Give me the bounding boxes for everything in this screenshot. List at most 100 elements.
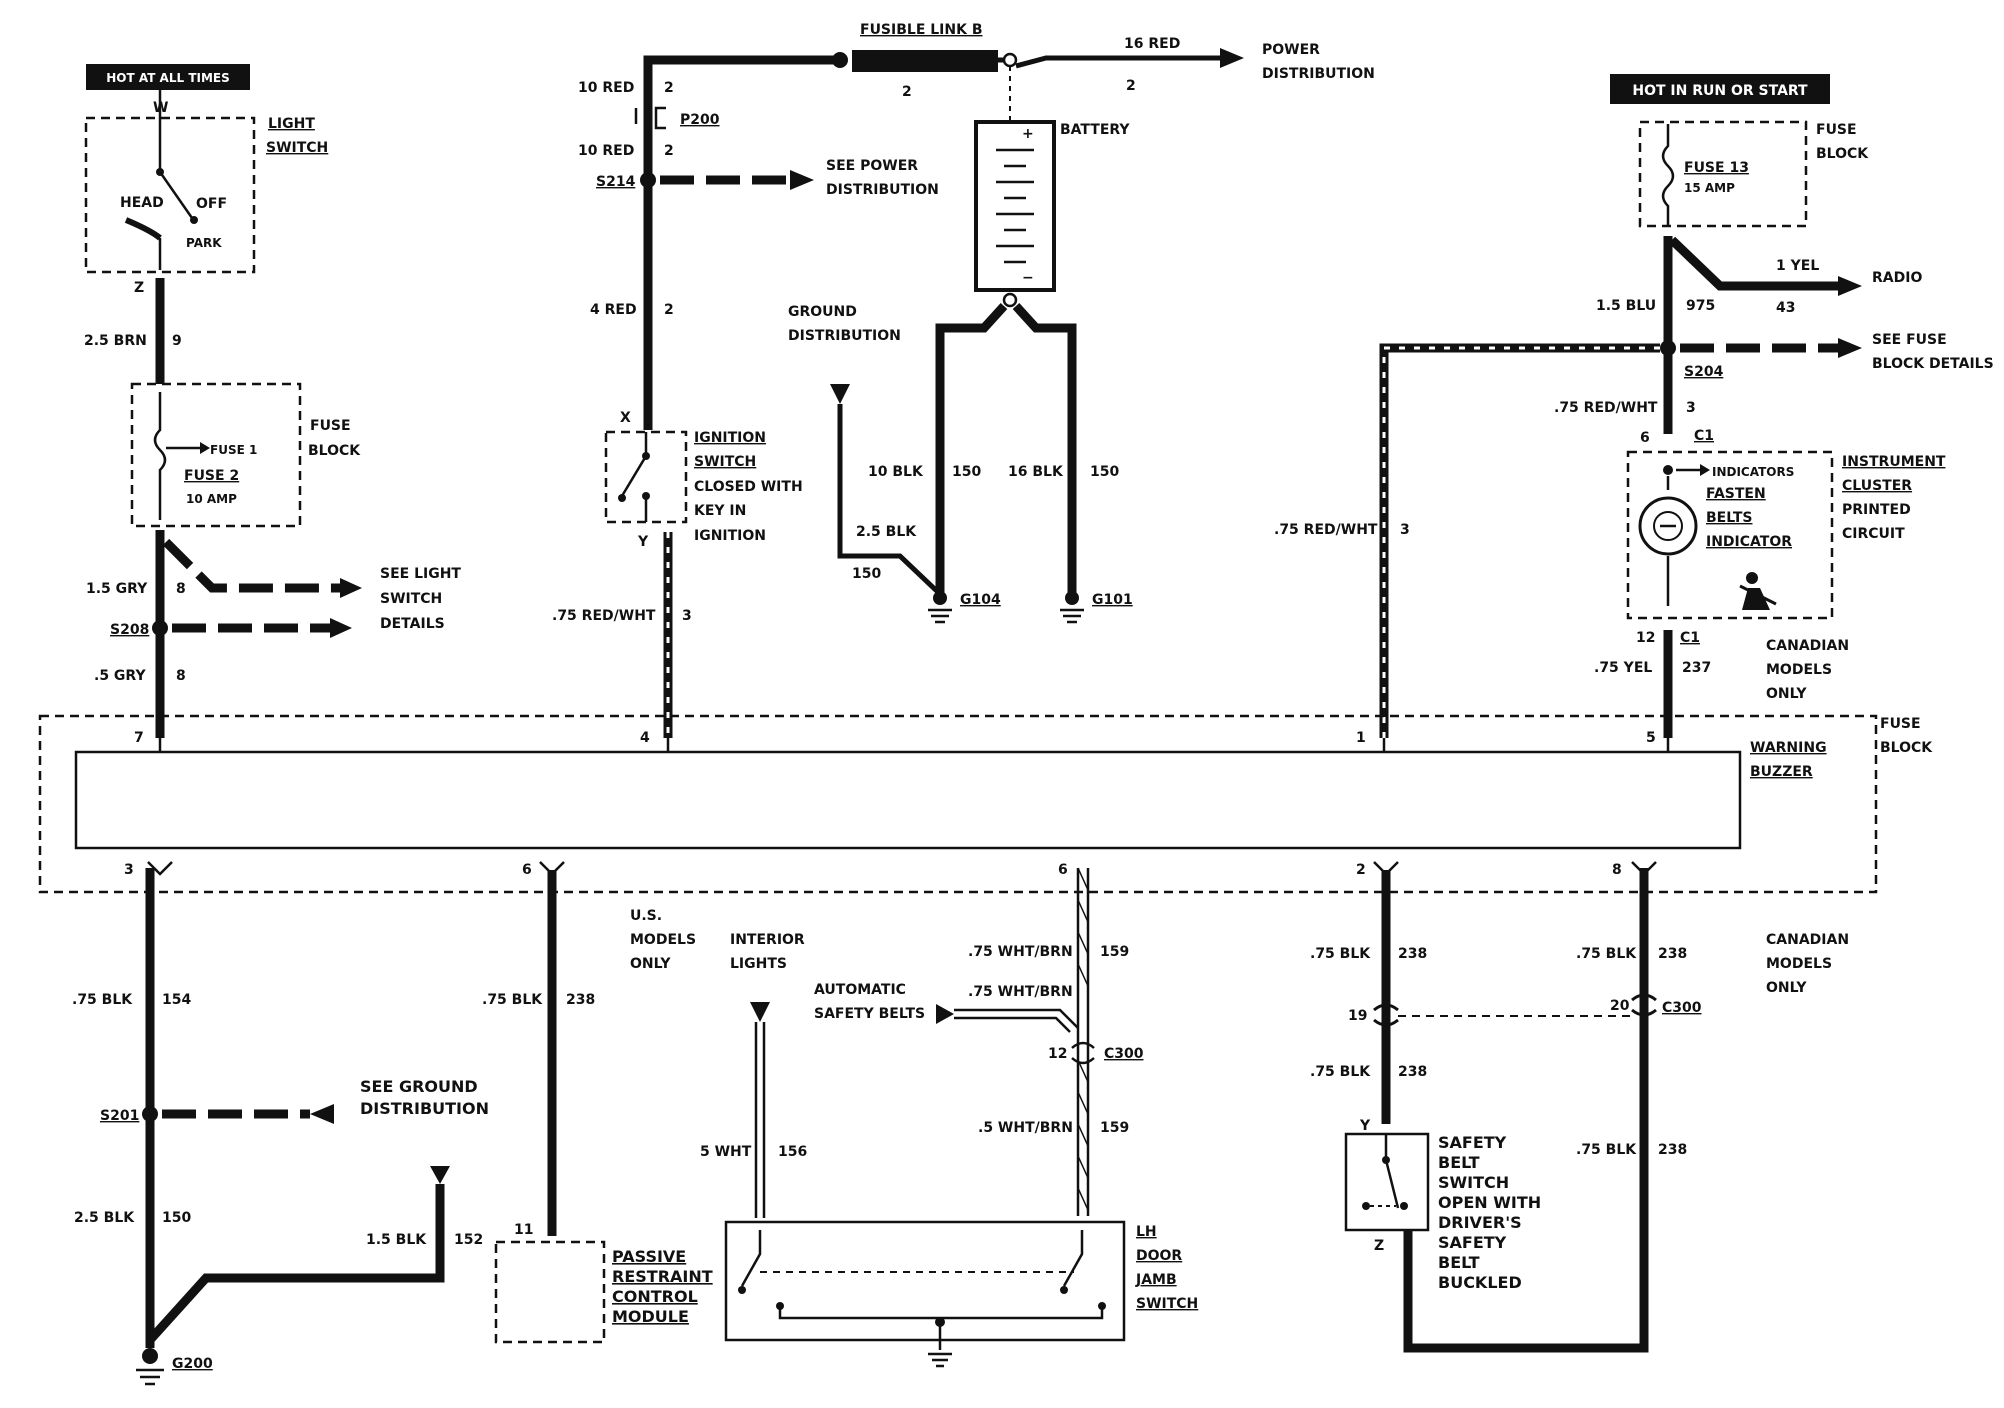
circuit-3a-label: 3 [682,608,692,624]
canadian-2-c: ONLY [1766,980,1807,996]
lh-door-jamb-switch [724,1220,1126,1342]
pin-11-label: 11 [514,1222,533,1238]
wire-1-5-gry-label: 1.5 GRY [86,581,148,597]
connector-c1-b-label: C1 [1680,630,1700,646]
wire-2-5-brn-label: 2.5 BRN [84,333,147,349]
ground-g104-label: G104 [960,592,1001,608]
circuit-2e-label: 2 [1126,78,1136,94]
pin-19-label: 19 [1348,1008,1367,1024]
see-power-dist-2: DISTRIBUTION [826,182,939,198]
light-switch-label-1: LIGHT [268,116,315,132]
wire-75-blk-a-label: .75 BLK [72,992,133,1008]
wire-16-blk-label: 16 BLK [1008,464,1064,480]
canadian-2-a: CANADIAN [1766,932,1849,948]
see-ground-1: SEE GROUND [360,1077,478,1096]
fusible-link-b [852,50,998,72]
wire-1-yel-label: 1 YEL [1776,258,1819,274]
circuit-159b-label: 159 [1100,1120,1129,1136]
circuit-159a-label: 159 [1100,944,1129,960]
wire-75-yel-label: .75 YEL [1594,660,1652,676]
fuse-block-right [1638,120,1808,228]
ignition-label-1: IGNITION [694,430,766,446]
circuit-150c-label: 150 [852,566,881,582]
fasten-label-2: BELTS [1706,510,1752,526]
sbs-label-6: SAFETY [1438,1233,1507,1252]
hot-at-all-times-label: HOT AT ALL TIMES [106,71,230,85]
fuse-block-left-label-1: FUSE [310,418,351,434]
ignition-label-4: KEY IN [694,503,746,519]
connector-c300-b-label: C300 [1662,1000,1702,1016]
see-ground-2: DISTRIBUTION [360,1099,489,1118]
canadian-1-a: CANADIAN [1766,638,1849,654]
passive-label-4: MODULE [612,1307,689,1326]
ground-g200-label: G200 [172,1356,213,1372]
sbs-y-label: Y [1359,1118,1371,1134]
pin-6c-label: 6 [1640,430,1650,446]
instrument-cluster [1626,450,1834,620]
us-only-1: U.S. [630,908,662,924]
wire-2-5-blk-a [837,404,942,596]
light-switch-label-2: SWITCH [266,140,328,156]
circuit-975-label: 975 [1686,298,1715,314]
pin-12-label: 12 [1048,1046,1067,1062]
circuit-238a-label: 238 [566,992,595,1008]
auto-belts-2: SAFETY BELTS [814,1006,925,1022]
connector-c1-a-label: C1 [1694,428,1714,444]
fasten-label-3: INDICATOR [1706,534,1792,550]
door-ground-icon [928,1352,952,1368]
battery-label: BATTERY [1060,122,1130,138]
circuit-156-label: 156 [778,1144,807,1160]
wire-75-blk-e-label: .75 BLK [1576,946,1637,962]
circuit-2d-label: 2 [902,84,912,100]
pin-1-label: 1 [1356,730,1366,746]
warning-buzzer-label-1: WARNING [1750,740,1827,756]
wire-75-red-wht-b-label: .75 RED/WHT [1274,522,1378,538]
us-only-3: ONLY [630,956,671,972]
fuse-block-right-label-2: BLOCK [1816,146,1869,162]
sbs-label-4: OPEN WITH [1438,1193,1541,1212]
see-fuse-block-2: BLOCK DETAILS [1872,356,1994,372]
hot-in-run-label: HOT IN RUN OR START [1632,83,1808,99]
pin-3-label: 3 [124,862,134,878]
wire-16-blk [1012,302,1077,594]
door-jamb-label-3: JAMB [1135,1272,1177,1288]
light-switch-park: PARK [186,236,222,250]
splice-s201-label: S201 [100,1108,139,1124]
light-switch-w: W [153,100,168,116]
splice-s204 [1660,340,1676,356]
pin-6b-label: 6 [522,862,532,878]
wire-10-blk-label: 10 BLK [868,464,924,480]
us-only-2: MODELS [630,932,696,948]
see-light-switch-3: DETAILS [380,616,445,632]
wire-1-5-blk [146,1184,445,1344]
radio-label: RADIO [1872,270,1922,286]
cluster-label-4: CIRCUIT [1842,526,1905,542]
see-light-switch-1: SEE LIGHT [380,566,461,582]
pin-2-label: 2 [1356,862,1366,878]
fuse-13-amp: 15 AMP [1684,181,1735,195]
wire-75-red-wht-a-label: .75 RED/WHT [552,608,656,624]
circuit-238e-label: 238 [1658,1142,1687,1158]
sbs-label-3: SWITCH [1438,1173,1509,1192]
pin-4-label: 4 [640,730,650,746]
see-fuse-block-1: SEE FUSE [1872,332,1947,348]
wire-1-5-blk-label: 1.5 BLK [366,1232,427,1248]
wire-75-blk-f [1403,868,1649,1353]
interior-lights-1: INTERIOR [730,932,805,948]
light-switch-head: HEAD [120,195,164,211]
circuit-150b-label: 150 [1090,464,1119,480]
door-jamb-label-4: SWITCH [1136,1296,1198,1312]
fuse-block-left-label-2: BLOCK [308,443,361,459]
circuit-9-label: 9 [172,333,182,349]
ground-dist-1: GROUND [788,304,857,320]
ignition-label-5: IGNITION [694,528,766,544]
circuit-152-label: 152 [454,1232,483,1248]
wire-1-5-blu-label: 1.5 BLU [1596,298,1656,314]
power-dist-2: DISTRIBUTION [1262,66,1375,82]
fasten-label-1: FASTEN [1706,486,1766,502]
wire-75-blk-d-label: .75 BLK [1310,1064,1371,1080]
passive-restraint-module [494,1240,606,1344]
ground-g101-label: G101 [1092,592,1133,608]
fuse-block-left [130,382,302,528]
sbs-z-label: Z [1374,1238,1384,1254]
